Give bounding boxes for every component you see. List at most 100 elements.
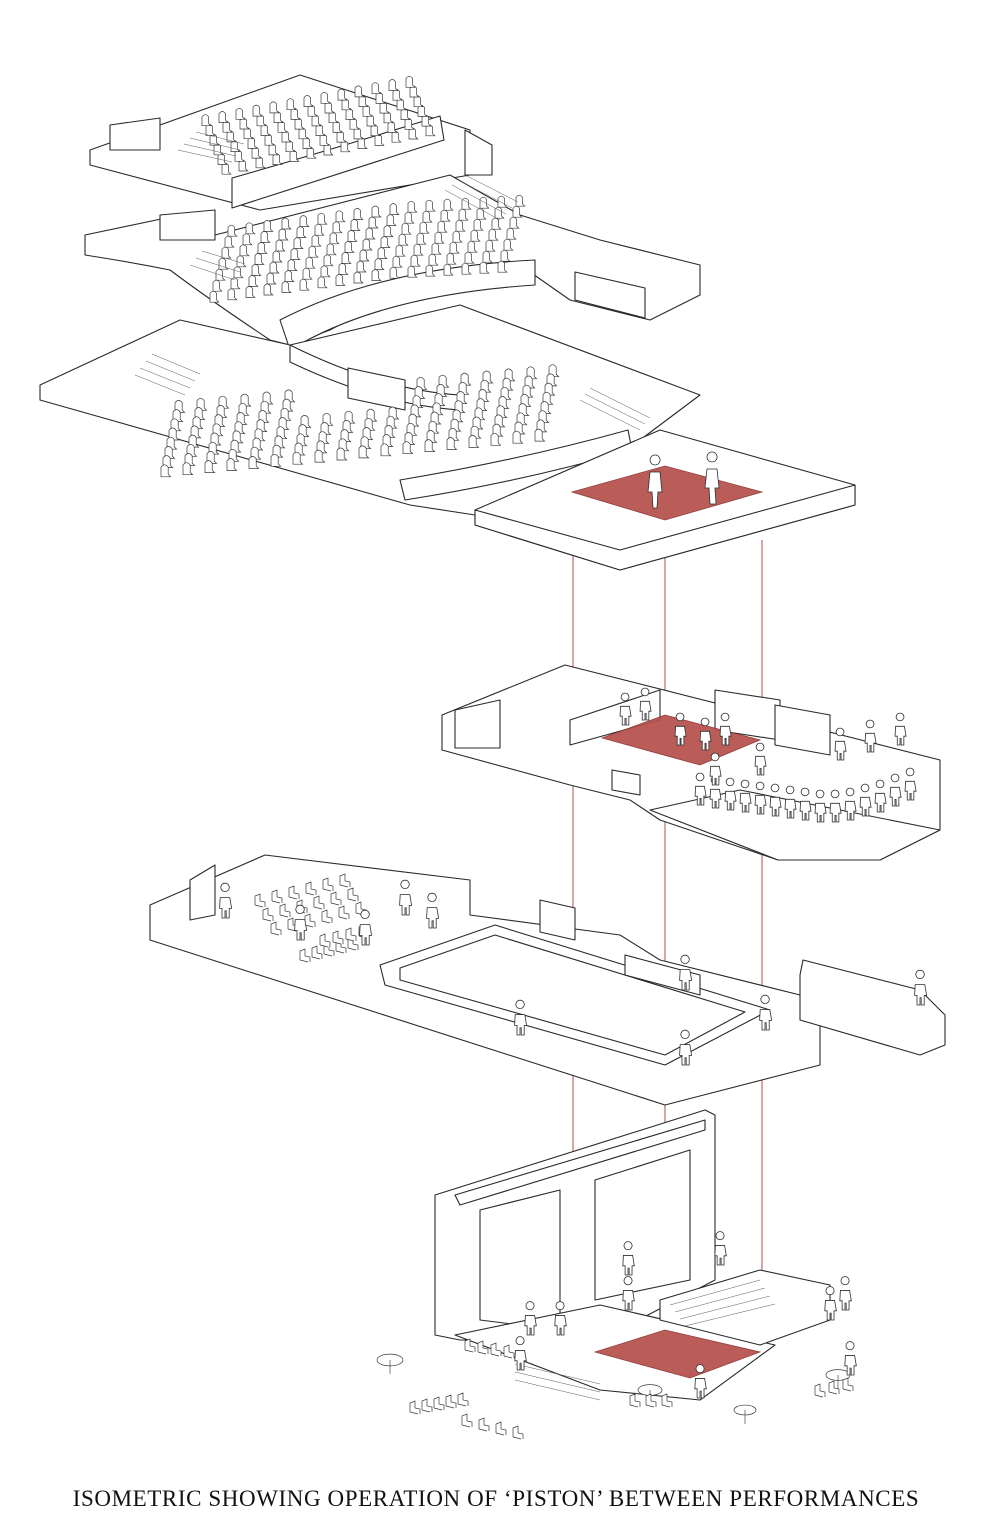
seat <box>311 114 322 127</box>
seat <box>182 462 194 476</box>
seat <box>270 453 282 467</box>
seat <box>490 432 502 446</box>
seat <box>388 79 399 91</box>
person <box>399 879 413 916</box>
cafe-furniture <box>376 1338 854 1440</box>
chair <box>313 895 325 910</box>
person <box>679 954 693 991</box>
chair <box>629 1393 641 1408</box>
piston-floor-ground <box>593 1329 762 1379</box>
seat <box>317 212 328 225</box>
person <box>754 742 767 776</box>
seat <box>323 143 334 156</box>
chair <box>322 877 334 892</box>
person <box>799 787 812 821</box>
chair <box>321 909 333 924</box>
seat <box>371 205 382 218</box>
seat <box>243 127 254 140</box>
chair <box>495 1421 507 1436</box>
seat <box>286 98 297 111</box>
seat <box>413 95 424 108</box>
chair <box>477 1340 489 1355</box>
seat <box>273 111 284 123</box>
drawing-caption: ISOMETRIC SHOWING OPERATION OF ‘PISTON’ … <box>72 1486 920 1511</box>
seat <box>289 150 300 162</box>
seat <box>218 111 229 123</box>
seat <box>315 124 326 136</box>
chair <box>409 1400 421 1415</box>
chair <box>304 913 316 928</box>
person <box>694 772 707 806</box>
gallery-audience <box>619 687 917 823</box>
seat <box>160 464 172 478</box>
person <box>554 1301 567 1336</box>
person <box>834 727 847 761</box>
seat <box>335 210 346 223</box>
standing-gallery-level <box>441 664 941 861</box>
seat <box>230 140 241 152</box>
seat <box>299 215 310 227</box>
seat <box>269 101 280 114</box>
seat <box>402 441 414 455</box>
seat <box>235 107 246 120</box>
main-balcony-seats <box>209 194 526 303</box>
person <box>814 789 827 823</box>
person <box>844 1341 857 1376</box>
foyer-people <box>219 879 928 1066</box>
seat <box>314 449 326 463</box>
person <box>359 909 373 946</box>
person <box>904 767 917 801</box>
seat <box>357 137 368 149</box>
person <box>679 1029 693 1066</box>
person <box>864 719 877 753</box>
seat <box>303 95 314 107</box>
chair <box>262 907 274 922</box>
person <box>639 687 652 721</box>
seat <box>468 435 480 448</box>
seat <box>375 92 386 104</box>
seat <box>405 75 416 88</box>
upper-balcony-tier <box>89 74 493 211</box>
seat <box>358 445 370 459</box>
seat <box>345 108 356 120</box>
chair <box>445 1394 457 1409</box>
seat <box>226 458 238 471</box>
seat <box>328 111 339 124</box>
seat <box>319 133 330 146</box>
chair <box>490 1342 502 1357</box>
seat <box>371 82 382 95</box>
person <box>769 783 782 817</box>
chair <box>279 903 291 918</box>
seat <box>421 114 432 127</box>
stalls-tier <box>39 304 701 516</box>
seat <box>358 95 369 107</box>
seat <box>256 114 267 127</box>
upper-balcony-seats <box>201 75 436 175</box>
seat <box>324 101 335 114</box>
cafe-people <box>514 1231 857 1399</box>
seat <box>425 199 436 212</box>
seat <box>247 137 258 149</box>
chair <box>461 1413 473 1428</box>
seat <box>336 130 347 143</box>
seat <box>332 121 343 133</box>
chair <box>503 1344 515 1359</box>
person <box>889 773 902 807</box>
seat <box>391 130 402 143</box>
seat <box>443 198 454 211</box>
seat <box>217 153 228 165</box>
seat <box>497 195 508 208</box>
chair <box>339 873 351 888</box>
seat <box>409 85 420 98</box>
seat <box>341 98 352 111</box>
seat <box>260 124 271 136</box>
ground-steps <box>514 1279 776 1401</box>
seat <box>320 91 331 104</box>
seat <box>336 447 348 461</box>
chair <box>814 1383 826 1398</box>
person <box>694 1364 707 1399</box>
chair <box>842 1377 854 1392</box>
seat <box>290 108 301 120</box>
seat <box>292 451 304 465</box>
seat <box>461 197 472 210</box>
